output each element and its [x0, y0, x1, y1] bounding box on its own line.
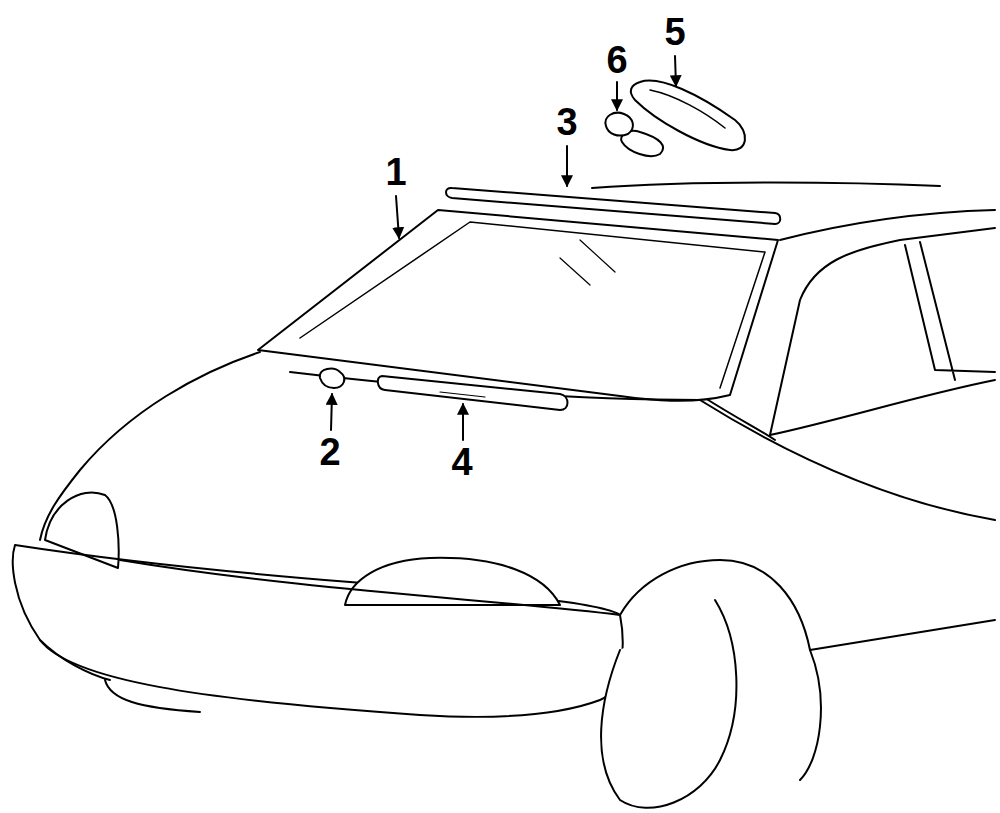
mirror-face [650, 90, 725, 128]
bumper-lower [40, 640, 200, 712]
washer-nozzle [320, 369, 344, 388]
fender-top [700, 400, 995, 520]
glass-reflection [560, 240, 615, 285]
leader-arrow [616, 82, 618, 110]
roof-molding [446, 188, 780, 224]
body-side [780, 210, 995, 240]
front-fascia [120, 560, 620, 615]
headlight-left [45, 492, 119, 568]
callout-number: 2 [319, 433, 340, 471]
windshield [258, 210, 778, 401]
leader-arrow [331, 394, 332, 430]
cowl-line [705, 398, 775, 440]
door-pillar [905, 242, 995, 380]
cowl-slot [440, 392, 485, 397]
leader-arrow [675, 56, 676, 86]
windshield-inner [300, 222, 765, 388]
callout-number: 1 [385, 153, 406, 191]
mirror-mount [605, 113, 632, 136]
cowl-grille [378, 376, 568, 410]
leader-arrow [566, 146, 568, 186]
callout-number: 6 [606, 41, 627, 79]
leader-arrow [462, 404, 464, 440]
wheel [601, 600, 736, 808]
side-window [770, 228, 995, 435]
callout-number: 3 [556, 103, 577, 141]
belt-line [770, 380, 995, 435]
bumper [13, 545, 623, 717]
callout-number: 5 [664, 13, 685, 51]
callout-number: 4 [451, 443, 472, 481]
roof-line [592, 183, 940, 189]
leader-arrow [396, 196, 399, 238]
rocker [800, 650, 821, 780]
